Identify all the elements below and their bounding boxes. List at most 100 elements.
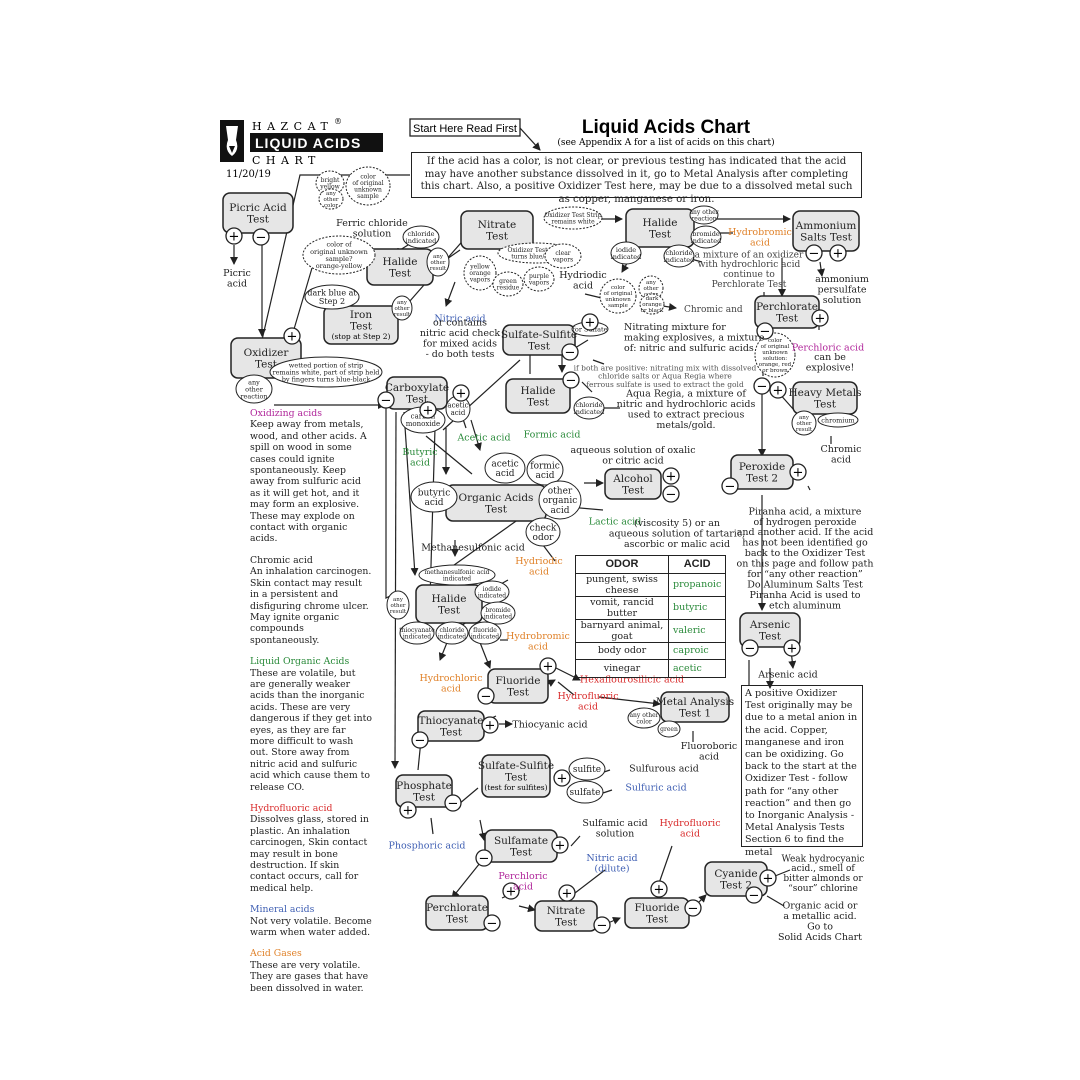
text-line: unknown [605, 297, 631, 303]
sign-symbol: + [456, 387, 467, 402]
odor-cell: body odor [575, 641, 669, 660]
text-line: chloride salts or Aqua Regia where [598, 372, 732, 381]
test-box [604, 468, 662, 500]
sign-circle [419, 401, 437, 419]
positive-result: + [558, 884, 576, 902]
negative-result: − [477, 687, 495, 705]
text-line: other [548, 486, 573, 496]
label-lactic-acid: Lactic acid [589, 516, 642, 527]
sign-circle [553, 769, 571, 787]
text-line: with hydrochloric acid [698, 260, 801, 270]
text-line: explosive! [806, 363, 855, 374]
text-line: result [394, 312, 411, 318]
oval-shape [573, 396, 605, 420]
result-signs: +−+−+−+−++−−+−++−+−−++−+−+−+−+−++−+−+− [225, 227, 847, 934]
text-line: butyric [418, 488, 450, 498]
oval-shape [689, 205, 719, 225]
text-line: or citric acid [602, 456, 663, 467]
sign-circle [745, 886, 763, 904]
text-line: color [636, 718, 652, 725]
oval-sulfate: sulfate [566, 780, 604, 804]
test-box [792, 210, 860, 252]
note-heading: Liquid Organic Acids [250, 656, 350, 668]
text-line: Sulfate-Sulfite [478, 760, 554, 772]
sign-symbol: + [562, 887, 573, 902]
oval-shape [386, 590, 410, 620]
note-heading: Mineral acids [250, 904, 315, 916]
text-line: ammonium [815, 274, 869, 285]
sign-symbol: − [597, 919, 608, 934]
note-heading: Oxidizing acids [250, 408, 322, 419]
text-line: Test [438, 604, 461, 616]
text-line: bromide [692, 230, 720, 238]
text-line: other [395, 306, 410, 312]
text-line: Weak hydrocyanic [781, 854, 864, 864]
text-line: Perchloric [498, 871, 547, 882]
text-line: Sulfate-Sulfite [501, 329, 577, 341]
text-line: Oxidizer [244, 347, 290, 359]
sign-circle [805, 244, 823, 262]
oval-shape [543, 206, 603, 230]
text-line: indicated [664, 256, 695, 264]
text-line: Nitrate [478, 219, 516, 231]
label-phosphoric: Phosphoric acid [388, 840, 465, 851]
sign-circle [741, 639, 759, 657]
oval-shape [410, 481, 458, 513]
text-line: Acetic acid [456, 432, 510, 443]
text-line: a mixture of an oxidizer [695, 250, 804, 260]
sign-symbol: − [448, 797, 459, 812]
oval-shape [492, 271, 524, 297]
text-line: Perchlorate Test [712, 280, 787, 290]
label-organic-or-metallic: Organic acid ora metallic acid.Go toSoli… [778, 901, 862, 943]
sign-symbol: − [745, 642, 756, 657]
text-line: fluoride [473, 627, 497, 634]
text-line: indicated [406, 237, 437, 245]
text-line: vapors [528, 279, 549, 286]
sign-symbol: + [423, 404, 434, 419]
text-line: solution [353, 229, 391, 240]
page-title: Liquid Acids Chart [582, 117, 751, 138]
text-line: bitter almonds or [783, 874, 863, 884]
text-line: any [397, 300, 408, 306]
text-line: chloride [665, 249, 692, 257]
sign-symbol: + [287, 330, 298, 345]
text-line: indicated [471, 633, 499, 640]
sign-circle [502, 882, 520, 900]
text-line: indicated [443, 575, 471, 582]
text-line: Lactic acid [589, 516, 642, 527]
text-line: check [530, 523, 557, 533]
text-line: Go to [807, 922, 833, 933]
text-line: Perchlorate [756, 301, 818, 313]
text-line: dark blue at [307, 288, 357, 297]
sign-circle [399, 801, 417, 819]
text-line: acid [831, 455, 851, 466]
sign-circle [283, 327, 301, 345]
text-line: chloride [575, 401, 602, 409]
sign-symbol: − [487, 917, 498, 932]
positive-result: + [769, 381, 787, 399]
text-line: Chromic and [684, 305, 743, 315]
text-line: acid [528, 642, 548, 653]
text-line: acetic [447, 402, 468, 410]
note-body: An inhalation carcinogen. Skin contact m… [250, 566, 372, 646]
oval-shape [269, 356, 383, 388]
text-line: Ferric chloride [336, 218, 408, 229]
text-line: orange [469, 270, 491, 277]
positive-result: + [650, 880, 668, 898]
oval-shape [754, 332, 796, 378]
